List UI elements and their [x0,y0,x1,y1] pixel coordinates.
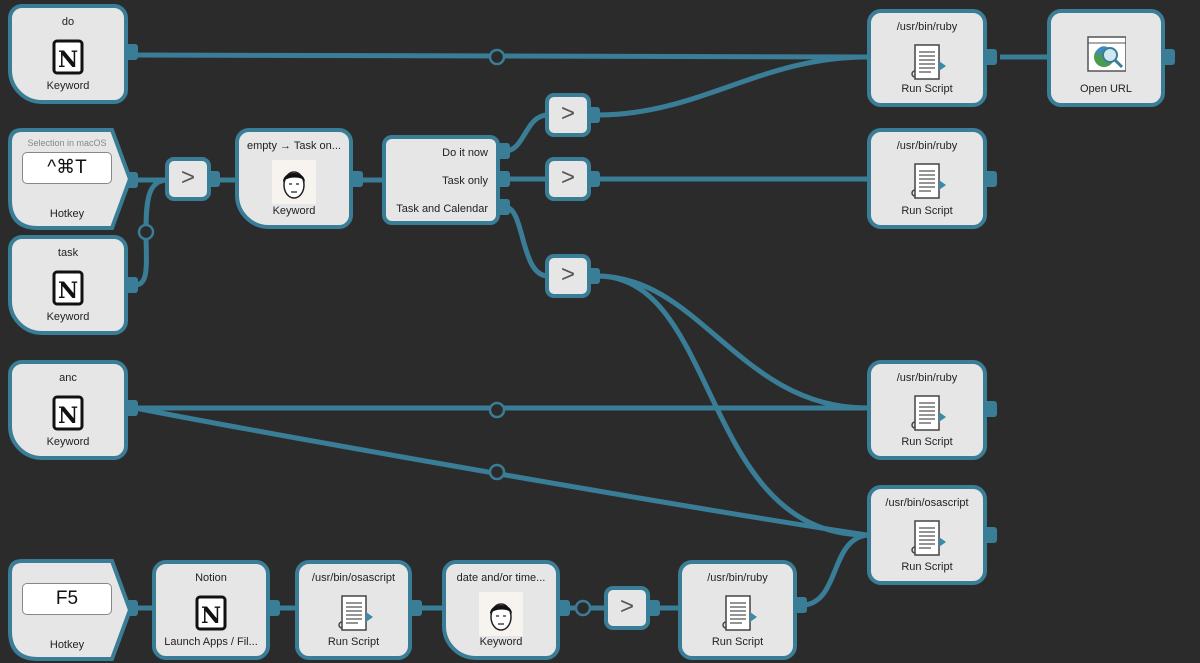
output-port[interactable] [987,401,997,417]
node-title: date and/or time... [456,572,546,584]
node-title: /usr/bin/ruby [896,140,958,152]
notion-icon [195,595,227,631]
node-label: Run Script [901,205,953,217]
output-port[interactable] [128,277,138,293]
output-port[interactable] [270,600,280,616]
node-label: Run Script [327,636,380,648]
face-avatar-icon [479,592,523,636]
run-script-node-ruby-2[interactable]: /usr/bin/ruby Run Script [867,128,987,229]
node-label: Launch Apps / Fil... [164,636,258,648]
output-port[interactable] [590,107,600,123]
output-port[interactable] [987,171,997,187]
output-port[interactable] [590,171,600,187]
run-script-node-ruby-3[interactable]: /usr/bin/ruby Run Script [867,360,987,460]
filter-node[interactable]: > [604,586,650,630]
run-script-node-osascript-1[interactable]: /usr/bin/osascript Run Script [867,485,987,585]
keyword-node-do[interactable]: do Keyword [8,4,128,104]
keyword-node-empty[interactable]: empty → Task on... Keyword [235,128,353,229]
output-port[interactable] [987,527,997,543]
notion-icon [52,270,84,306]
output-port[interactable] [210,171,220,187]
script-icon [911,44,947,80]
output-port[interactable] [412,600,422,616]
keyword-node-date[interactable]: date and/or time... Keyword [442,560,560,660]
script-icon [721,595,758,631]
output-port[interactable] [500,143,510,159]
node-title: task [57,247,79,259]
face-avatar-icon [272,160,316,204]
node-label: Run Script [901,561,953,573]
script-icon [911,520,947,556]
node-label: Keyword [46,311,90,323]
node-label: Keyword [46,436,90,448]
keyword-node-task[interactable]: task Keyword [8,235,128,335]
output-port[interactable] [353,171,363,187]
node-title: /usr/bin/ruby [896,372,958,384]
hotkey-key: ^⌘T [22,152,112,184]
output-port[interactable] [500,171,510,187]
node-label: Keyword [479,636,523,648]
notion-icon [52,395,84,431]
script-icon [911,163,947,199]
conditional-output-do-it-now: Do it now [442,147,488,159]
node-label: Run Script [901,83,953,95]
output-port[interactable] [500,199,510,215]
hotkey-node-ctrl-cmd-t[interactable]: Selection in macOS ^⌘T Hotkey [8,128,132,230]
node-title: /usr/bin/ruby [707,572,768,584]
node-title: /usr/bin/osascript [885,497,969,509]
open-url-node[interactable]: Open URL [1047,9,1165,107]
node-label: Open URL [1080,83,1132,95]
node-label: Run Script [901,436,953,448]
output-port[interactable] [650,600,660,616]
conditional-output-task-and-calendar: Task and Calendar [396,203,488,215]
hotkey-node-f5[interactable]: F5 Hotkey [8,559,132,661]
output-port[interactable] [987,49,997,65]
hotkey-subtitle: Selection in macOS [27,138,107,148]
output-port[interactable] [1165,49,1175,65]
launch-apps-node-notion[interactable]: Notion Launch Apps / Fil... [152,560,270,660]
filter-node[interactable]: > [165,157,211,201]
output-port[interactable] [128,600,138,616]
node-title: anc [59,372,77,384]
node-title: Notion [195,572,227,584]
node-title: do [61,16,75,28]
script-icon [911,395,947,431]
conditional-output-task-only: Task only [442,175,488,187]
node-label: Keyword [272,205,316,217]
node-title: /usr/bin/ruby [896,21,958,33]
run-script-node-ruby-4[interactable]: /usr/bin/ruby Run Script [678,560,797,660]
run-script-node-osascript-2[interactable]: /usr/bin/osascript Run Script [295,560,412,660]
hotkey-key: F5 [22,583,112,615]
node-title: empty → Task on... [247,140,341,152]
node-label: Hotkey [49,639,85,651]
node-label: Hotkey [49,208,85,220]
output-port[interactable] [128,172,138,188]
output-port[interactable] [560,600,570,616]
open-url-icon [1086,35,1126,73]
node-label: Run Script [711,636,764,648]
filter-node[interactable]: > [545,157,591,201]
output-port[interactable] [797,597,807,613]
output-port[interactable] [128,400,138,416]
node-label: Keyword [46,80,90,92]
node-title: /usr/bin/osascript [311,572,396,584]
output-port[interactable] [128,44,138,60]
filter-node[interactable]: > [545,93,591,137]
notion-icon [52,39,84,75]
output-port[interactable] [590,268,600,284]
keyword-node-anc[interactable]: anc Keyword [8,360,128,460]
conditional-node[interactable]: Do it now Task only Task and Calendar [382,135,500,225]
run-script-node-ruby-1[interactable]: /usr/bin/ruby Run Script [867,9,987,107]
script-icon [337,595,374,631]
filter-node[interactable]: > [545,254,591,298]
